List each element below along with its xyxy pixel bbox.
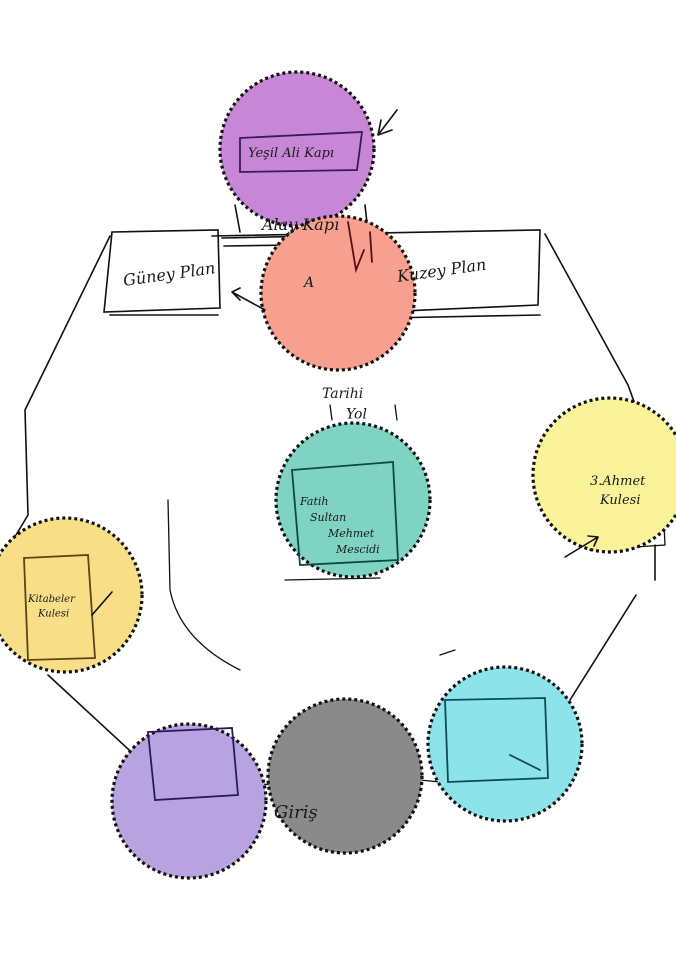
arrow-to-kitabeler	[91, 591, 113, 616]
zone-circle-bottom-left[interactable]	[110, 722, 268, 880]
zone-circles	[0, 70, 676, 880]
label-kuzey-plan: Kuzey Plan	[395, 255, 487, 286]
zone-circle-bottom-right[interactable]	[426, 665, 584, 823]
zone-circle-giris[interactable]	[266, 697, 424, 855]
outer-wall	[9, 233, 656, 761]
arrow-to-3-ahmet	[564, 535, 599, 558]
label-guney-plan: Güney Plan	[122, 258, 216, 290]
label-alay-kapi: Alay Kapı	[260, 215, 339, 234]
arrow-to-yesil-ali-kapi	[377, 109, 398, 136]
zone-circle-3-ahmet-kulesi[interactable]	[531, 396, 676, 554]
inner-boxes	[23, 131, 549, 801]
label-yesil-ali-kapi: Yeşil Ali Kapı	[248, 146, 334, 161]
arrows	[91, 109, 599, 616]
zone-circle-alay-kapi[interactable]	[259, 214, 417, 372]
label-arrow-a: A	[302, 275, 314, 291]
label-giris: Giriş	[274, 802, 318, 823]
arrow-a	[231, 287, 266, 311]
zone-circle-kitabeler-kulesi[interactable]	[0, 516, 144, 674]
